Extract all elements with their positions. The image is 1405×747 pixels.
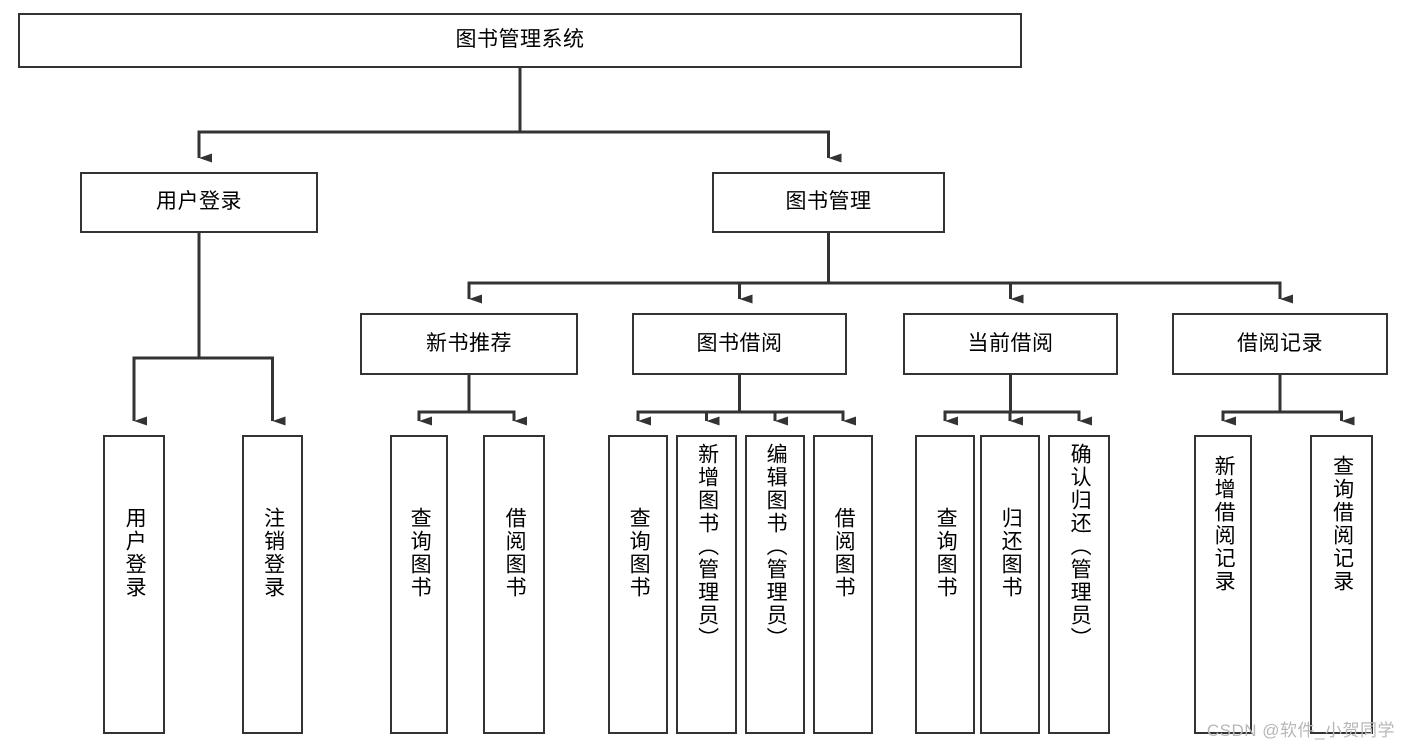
node-label: 当前借阅 [967, 331, 1054, 355]
node-label: 归还图书 [999, 507, 1023, 599]
node-label: 用户登录 [156, 190, 242, 214]
node-label: 用户登录 [123, 507, 147, 599]
node-new-book-recommend[interactable]: 新书推荐 [360, 313, 578, 375]
node-label: 新书推荐 [426, 331, 512, 355]
node-borrow-record[interactable]: 借阅记录 [1172, 313, 1388, 375]
node-label: 借阅图书 [832, 507, 856, 599]
node-current-borrow[interactable]: 当前借阅 [903, 313, 1118, 375]
node-user-login[interactable]: 用户登录 [80, 172, 318, 233]
node-leaf-edit-book[interactable]: 编辑图书（管理员） [745, 435, 805, 734]
node-leaf-add-book[interactable]: 新增图书（管理员） [676, 435, 737, 734]
node-leaf-add-record[interactable]: 新增借阅记录 [1194, 435, 1252, 734]
node-leaf-confirm-return[interactable]: 确认归还（管理员） [1048, 435, 1110, 734]
node-label: 借阅图书 [503, 507, 527, 599]
node-leaf-borrow-book-1[interactable]: 借阅图书 [483, 435, 545, 734]
node-label: 借阅记录 [1237, 331, 1323, 355]
node-label: 确认归还（管理员） [1068, 443, 1092, 650]
node-label: 查询图书 [408, 507, 432, 599]
node-leaf-query-book-1[interactable]: 查询图书 [390, 435, 448, 734]
node-leaf-query-book-3[interactable]: 查询图书 [915, 435, 975, 734]
node-leaf-query-record[interactable]: 查询借阅记录 [1310, 435, 1373, 734]
node-label: 注销登录 [261, 507, 285, 599]
node-label: 查询借阅记录 [1330, 455, 1354, 593]
node-label: 查询图书 [934, 507, 958, 599]
node-label: 新增借阅记录 [1212, 455, 1236, 593]
node-book-borrow[interactable]: 图书借阅 [632, 313, 847, 375]
node-leaf-logout[interactable]: 注销登录 [242, 435, 303, 734]
node-leaf-query-book-2[interactable]: 查询图书 [608, 435, 668, 734]
watermark: CSDN @软件_小贺同学 [1206, 721, 1395, 740]
node-root[interactable]: 图书管理系统 [18, 13, 1022, 68]
node-leaf-return-book[interactable]: 归还图书 [980, 435, 1040, 734]
node-leaf-borrow-book-2[interactable]: 借阅图书 [813, 435, 873, 734]
node-label: 图书管理系统 [455, 28, 585, 52]
node-label: 编辑图书（管理员） [764, 443, 788, 650]
node-leaf-user-login[interactable]: 用户登录 [103, 435, 165, 734]
node-label: 查询图书 [627, 507, 651, 599]
node-book-manage[interactable]: 图书管理 [712, 172, 945, 233]
node-label: 图书借阅 [696, 331, 783, 355]
node-label: 图书管理 [785, 190, 872, 214]
node-label: 新增图书（管理员） [695, 443, 719, 650]
